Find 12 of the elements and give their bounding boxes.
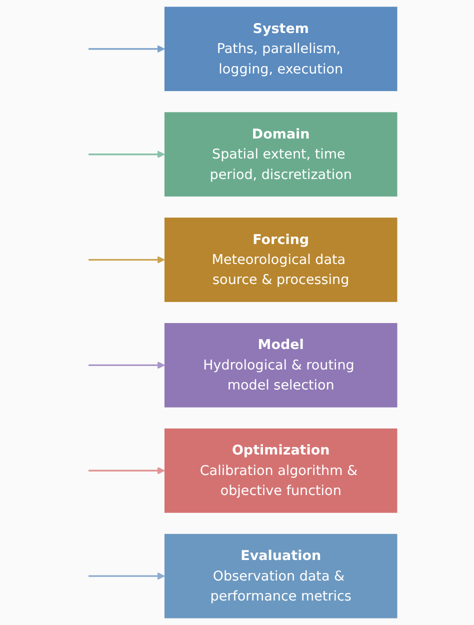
arrow [88,45,165,53]
arrow [88,572,165,580]
arrow [88,466,165,474]
arrow [88,150,165,158]
node-box: Evaluation Observation data & performance metrics [164,534,398,618]
node-box: Domain Spatial extent, time period, discretization [164,112,398,197]
arrow [88,256,165,264]
node-box: System Paths, parallelism, logging, execution [164,6,398,92]
node-box: Optimization Calibration algorithm & objective function [164,428,398,513]
node-box: Model Hydrological & routing model selection [164,323,398,408]
node-box: Forcing Meteorological data source & processing [164,218,398,302]
arrow [88,362,165,369]
